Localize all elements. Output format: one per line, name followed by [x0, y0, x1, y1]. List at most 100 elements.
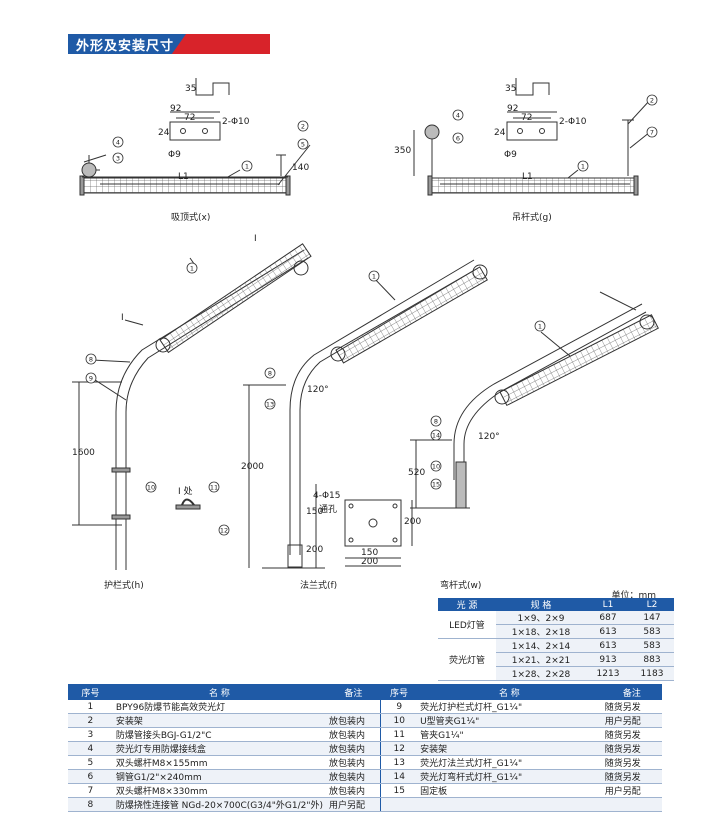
parts-cell: 固定板	[417, 783, 602, 798]
parts-cell	[417, 797, 602, 812]
parts-cell: 荧光灯法兰式灯杆_G1¼"	[417, 755, 602, 770]
spec-source-led: LED灯管	[438, 611, 496, 639]
parts-cell: 防爆管接头BGJ-G1/2"C	[112, 727, 327, 742]
ceiling-dim-92: 92	[170, 104, 182, 114]
spec-cell: 1×18、2×18	[496, 624, 586, 639]
parts-cell: 放包装内	[326, 783, 381, 798]
table-row: 1×18、2×18 613 583	[438, 624, 674, 639]
svg-text:8: 8	[268, 370, 272, 378]
parts-cell: 4	[68, 741, 113, 756]
parts-cell: 13	[380, 755, 418, 770]
parts-header-no: 序号	[68, 684, 113, 700]
parts-cell: 2	[68, 713, 113, 728]
table-row: LED灯管 1×9、2×9 687 147	[438, 611, 674, 639]
parts-cell: 荧光灯专用防爆接线盒	[112, 741, 327, 756]
pendant-dim-35: 35	[505, 84, 517, 94]
flange-dim-200-bottom: 200	[361, 557, 379, 567]
parts-cell: 荧光灯护栏式灯杆_G1¼"	[417, 700, 602, 714]
parts-cell: 12	[380, 741, 418, 756]
bent-caption: 弯杆式(w)	[440, 581, 482, 591]
spec-header-l1: L1	[586, 598, 630, 611]
svg-text:9: 9	[89, 375, 93, 383]
parts-cell: 随货另发	[601, 741, 662, 756]
svg-text:1: 1	[372, 273, 376, 281]
flange-dim-200-right: 200	[404, 517, 422, 527]
flange-dim-200-v: 200	[306, 545, 324, 555]
guardrail-mark-top: I	[254, 234, 257, 244]
guardrail-caption: 护栏式(h)	[104, 581, 144, 591]
parts-cell: 安装架	[112, 713, 327, 728]
flange-through: 通孔	[319, 505, 338, 515]
svg-text:1: 1	[190, 265, 194, 273]
parts-cell: 放包装内	[326, 727, 381, 742]
svg-text:6: 6	[456, 135, 460, 143]
parts-cell: 放包装内	[326, 769, 381, 784]
spec-cell: 583	[630, 624, 674, 639]
ceiling-dim-holes: 2-Φ10	[222, 117, 250, 127]
parts-header-note-2: 备注	[601, 684, 662, 700]
parts-cell: U型管夹G1¼"	[417, 713, 602, 728]
pendant-dim-92: 92	[507, 104, 519, 114]
svg-text:3: 3	[116, 155, 120, 163]
parts-cell: 7	[68, 783, 113, 798]
flange-dim-150-v: 150	[306, 507, 324, 517]
spec-header-spec: 规 格	[496, 598, 586, 611]
page-title: 外形及安装尺寸	[76, 39, 175, 54]
parts-cell: 随货另发	[601, 727, 662, 742]
parts-cell: 5	[68, 755, 113, 770]
pendant-dim-350: 350	[394, 146, 412, 156]
spec-cell: 613	[586, 624, 630, 639]
svg-text:2: 2	[650, 97, 654, 105]
pendant-mount-drawing	[413, 78, 651, 196]
guardrail-height-1600: 1600	[72, 448, 95, 458]
svg-text:13: 13	[266, 401, 274, 409]
svg-text:8: 8	[434, 418, 438, 426]
svg-text:10: 10	[147, 484, 155, 492]
parts-cell: 14	[380, 769, 418, 784]
svg-text:4: 4	[116, 139, 120, 147]
pendant-dim-72: 72	[521, 113, 533, 123]
parts-cell: 管夹G1¼"	[417, 727, 602, 742]
table-row: 1×28、2×28 1213 1183	[438, 666, 674, 681]
svg-text:8: 8	[89, 356, 93, 364]
flange-holes: 4-Φ15	[313, 491, 341, 501]
flange-angle: 120°	[307, 385, 329, 395]
parts-cell: 10	[380, 713, 418, 728]
ceiling-l1-label: L1	[178, 172, 189, 182]
parts-cell: 3	[68, 727, 113, 742]
title-bar-blue-band	[68, 34, 186, 54]
flange-dim-150-bottom: 150	[361, 548, 379, 558]
spec-cell: 1213	[586, 666, 630, 681]
parts-cell: 随货另发	[601, 755, 662, 770]
table-row: 荧光灯管 1×14、2×14 613 583	[438, 638, 674, 681]
parts-cell: 放包装内	[326, 741, 381, 756]
bent-height-520: 520	[408, 468, 426, 478]
flange-height-2000: 2000	[241, 462, 264, 472]
parts-header-name: 名 称	[112, 684, 327, 700]
ceiling-dim-phi9: Φ9	[168, 150, 181, 160]
svg-text:7: 7	[650, 129, 654, 137]
parts-cell: 8	[68, 797, 113, 812]
pendant-l1-label: L1	[522, 172, 533, 182]
parts-cell	[326, 700, 381, 714]
pendant-dim-24: 24	[494, 128, 506, 138]
spec-cell: 613	[586, 638, 630, 653]
guardrail-mount-drawing	[72, 243, 312, 570]
parts-cell: 防爆挠性连接管 NGd-20×700C(G3/4"外G1/2"外)	[112, 797, 327, 812]
svg-text:5: 5	[301, 141, 305, 149]
guardrail-mark-joint: I	[121, 313, 124, 323]
parts-cell: 钢管G1/2"×240mm	[112, 769, 327, 784]
parts-cell: 9	[380, 700, 418, 714]
ceiling-mount-drawing	[79, 78, 311, 196]
bent-angle: 120°	[478, 432, 500, 442]
svg-text:14: 14	[432, 432, 440, 440]
spec-cell: 883	[630, 652, 674, 667]
parts-cell: 放包装内	[326, 755, 381, 770]
parts-cell: 荧光灯弯杆式灯杆_G1¼"	[417, 769, 602, 784]
pendant-dim-phi9: Φ9	[504, 150, 517, 160]
ceiling-dim-35: 35	[185, 84, 197, 94]
spec-cell: 1×14、2×14	[496, 638, 586, 653]
table-row: 1×21、2×21 913 883	[438, 652, 674, 667]
